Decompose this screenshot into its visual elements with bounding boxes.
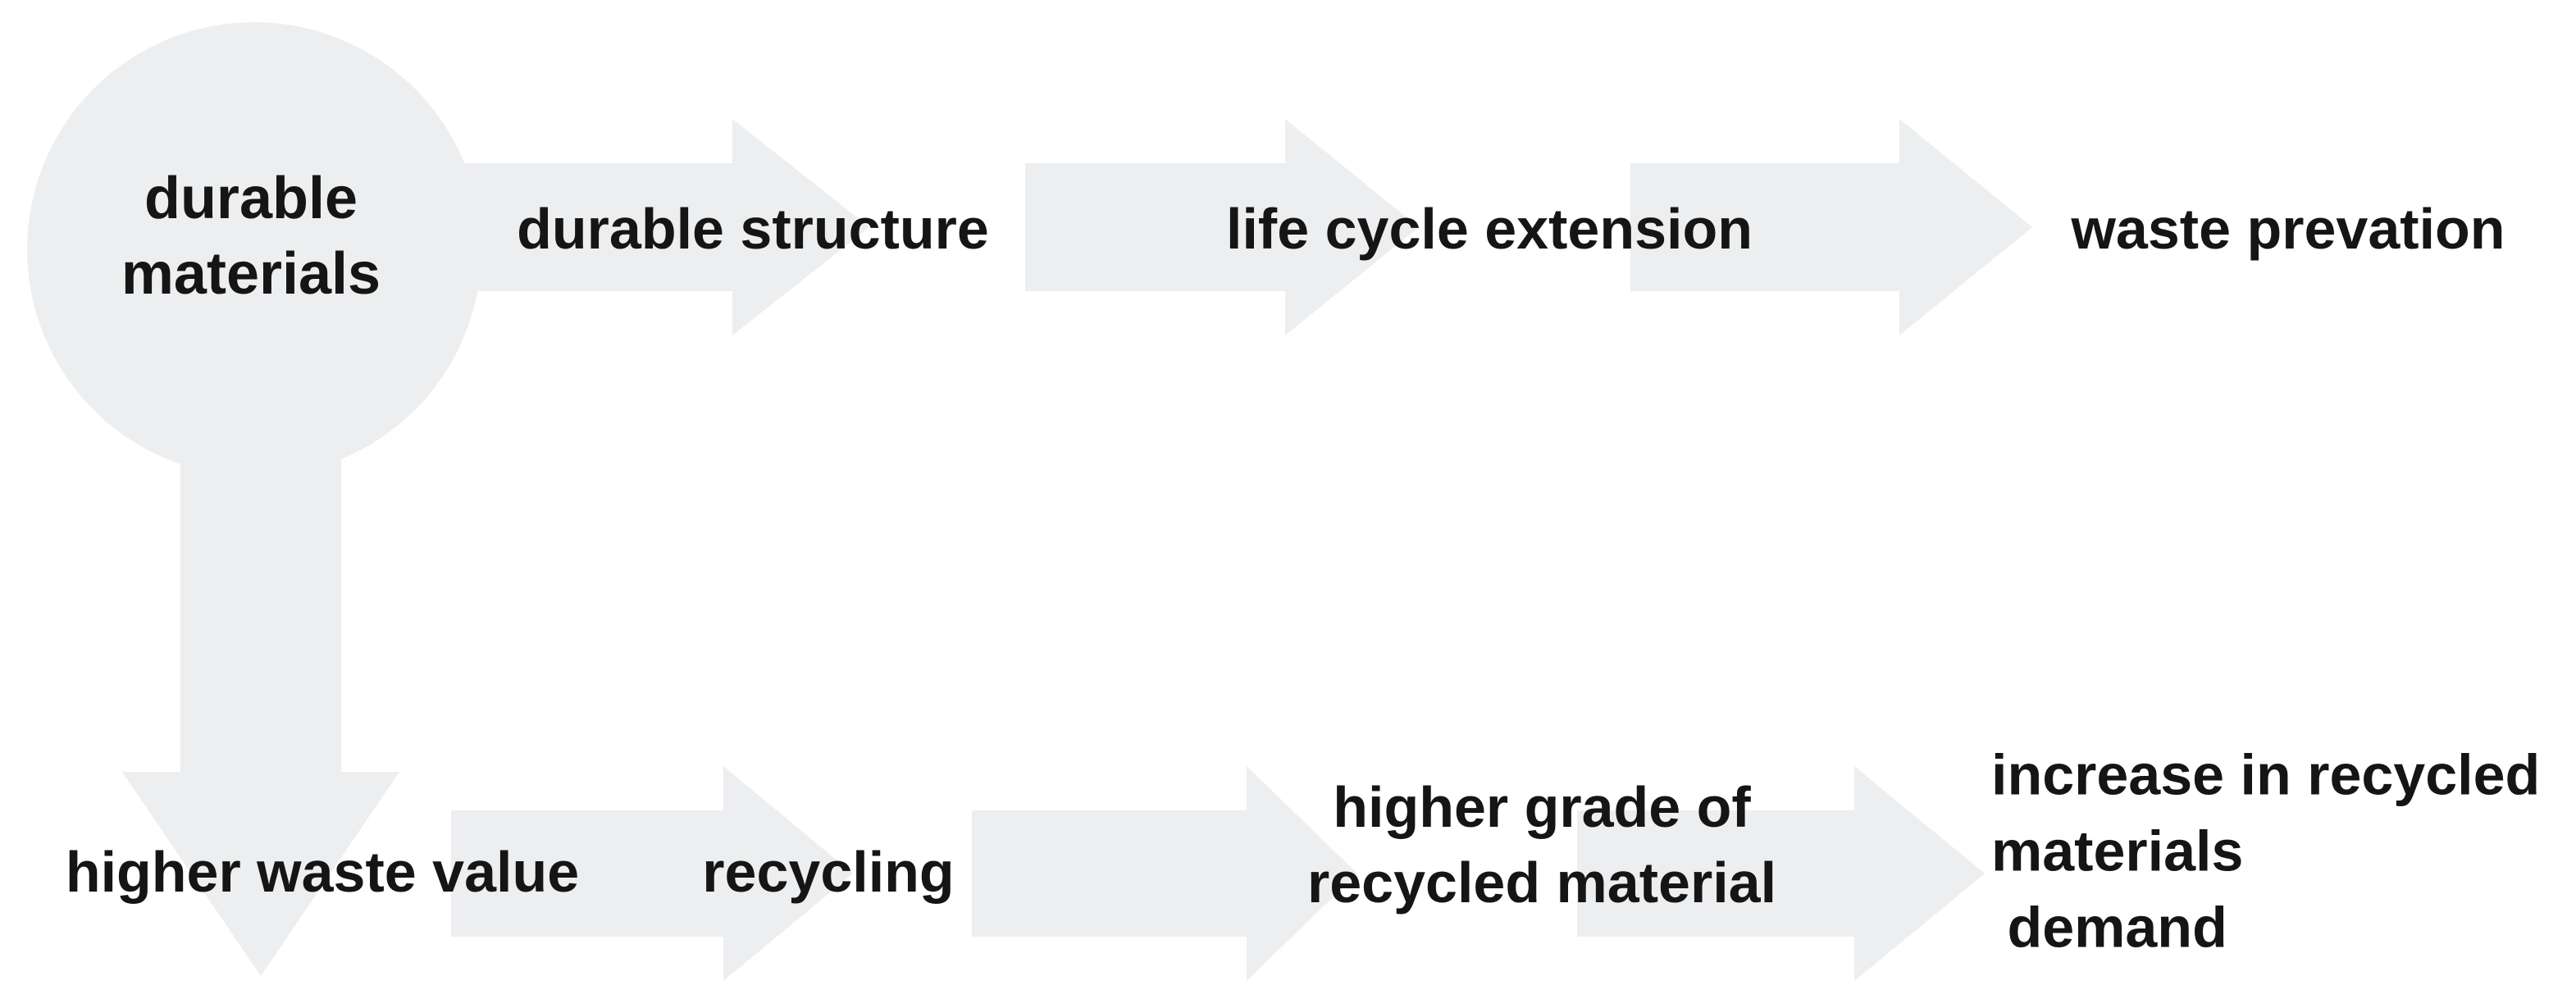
label-increase-recycled-materials-demand: increase in recycled materials demand — [1991, 742, 2541, 960]
label-durable-structure: durable structure — [517, 197, 989, 261]
top-arrow-1 — [464, 119, 869, 335]
label-higher-grade-recycled-material: higher grade of recycled material — [1306, 775, 1777, 915]
label-durable-materials: durable materials — [121, 166, 381, 307]
top-arrow-3 — [1630, 119, 2032, 335]
top-arrow-2 — [1025, 119, 1419, 335]
label-waste-prevation: waste prevation — [2071, 197, 2505, 261]
durable-materials-circle — [27, 22, 481, 477]
bottom-arrow-2 — [972, 766, 1357, 981]
label-recycling: recycling — [702, 840, 955, 904]
label-higher-waste-value: higher waste value — [65, 840, 580, 904]
label-life-cycle-extension: life cycle extension — [1226, 197, 1753, 261]
down-arrow — [122, 386, 399, 976]
bottom-arrow-1 — [451, 766, 853, 981]
bottom-arrow-3 — [1577, 766, 1985, 981]
